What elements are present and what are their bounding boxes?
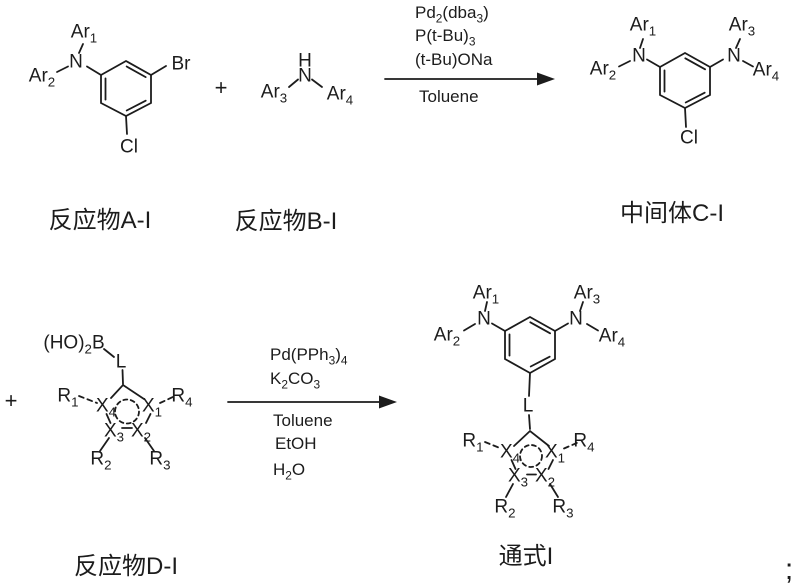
structure-b-h-label: H: [298, 50, 312, 72]
structure-c-ar1-label: Ar1: [629, 14, 657, 39]
structure-b-ar4-label: Ar4: [326, 83, 354, 108]
reaction-arrow-2: [227, 395, 397, 409]
structure-d-x2-label: X2: [130, 420, 152, 445]
structure-d-r1-label: R1: [57, 385, 79, 410]
toluene-label-step1: Toluene: [419, 87, 479, 106]
structure-b-n-label: N: [298, 65, 312, 87]
product-l-label: L: [522, 395, 534, 417]
structure-c-ar4-label: Ar4: [752, 59, 780, 84]
reaction-arrow-1: [384, 72, 555, 86]
product-r2-label: R2: [494, 496, 516, 521]
product-name: 通式I: [498, 543, 554, 570]
product-n-right-label: N: [569, 308, 583, 330]
structure-a-skeleton: [56, 43, 167, 135]
product-skeleton: [463, 301, 599, 498]
product-n-left-label: N: [477, 308, 491, 330]
ptbu3-label: P(t-Bu)3: [415, 26, 476, 49]
structure-d-x3-label: X3: [103, 420, 125, 445]
structure-b-skeleton: [288, 78, 323, 88]
structure-a-ar1-label: Ar1: [70, 21, 98, 46]
structure-c-cl-label: Cl: [680, 127, 698, 149]
plus-sign-1: +: [214, 75, 228, 100]
structure-a-n-label: N: [69, 51, 83, 73]
structure-d-boronic-acid-label: (HO)2B: [43, 332, 105, 357]
plus-sign-2: +: [4, 388, 18, 413]
pd2dba3-label: Pd2(dba3): [415, 3, 489, 26]
structure-a-name: 反应物A-I: [48, 207, 152, 234]
structure-c-ar3-label: Ar3: [728, 14, 756, 39]
product-x4-label: X4: [499, 441, 521, 466]
structure-a-ar2-label: Ar2: [28, 65, 56, 90]
pdpph34-label: Pd(PPh3)4: [270, 345, 348, 368]
scheme-terminator-semicolon: ;: [784, 553, 794, 585]
structure-d-x4-label: X4: [95, 395, 117, 420]
structure-d-r4-label: R4: [171, 385, 193, 410]
etoh-label: EtOH: [275, 434, 317, 453]
structure-d-name: 反应物D-I: [74, 553, 178, 580]
structure-b-ar3-label: Ar3: [260, 81, 288, 106]
toluene-label-step2: Toluene: [273, 411, 333, 430]
structure-c-skeleton: [618, 38, 754, 128]
structure-c-ar2-label: Ar2: [589, 58, 617, 83]
product-x2-label: X2: [534, 465, 556, 490]
structure-a-cl-label: Cl: [120, 136, 138, 158]
structure-d-r2-label: R2: [90, 448, 112, 473]
h2o-label: H2O: [273, 460, 306, 483]
product-x1-label: X1: [544, 441, 566, 466]
structure-d-skeleton: [78, 348, 175, 452]
k2co3-label: K2CO3: [270, 369, 321, 392]
product-ar2-label: Ar2: [433, 324, 461, 349]
structure-c-name: 中间体C-I: [620, 200, 724, 227]
product-x3-label: X3: [507, 465, 529, 490]
product-ar1-label: Ar1: [472, 282, 500, 307]
structure-d-x1-label: X1: [141, 395, 163, 420]
structure-c-n-right-label: N: [727, 45, 741, 67]
structure-d-l-label: L: [115, 351, 127, 373]
structure-d-r3-label: R3: [149, 448, 171, 473]
product-r3-label: R3: [552, 496, 574, 521]
structure-b-name: 反应物B-I: [234, 208, 338, 235]
structure-a-br-label: Br: [171, 53, 191, 75]
product-r1-label: R1: [462, 430, 484, 455]
product-ar4-label: Ar4: [598, 325, 626, 350]
structure-c-n-left-label: N: [632, 45, 646, 67]
tbuona-label: (t-Bu)ONa: [415, 50, 493, 69]
product-ar3-label: Ar3: [573, 282, 601, 307]
product-r4-label: R4: [573, 430, 595, 455]
